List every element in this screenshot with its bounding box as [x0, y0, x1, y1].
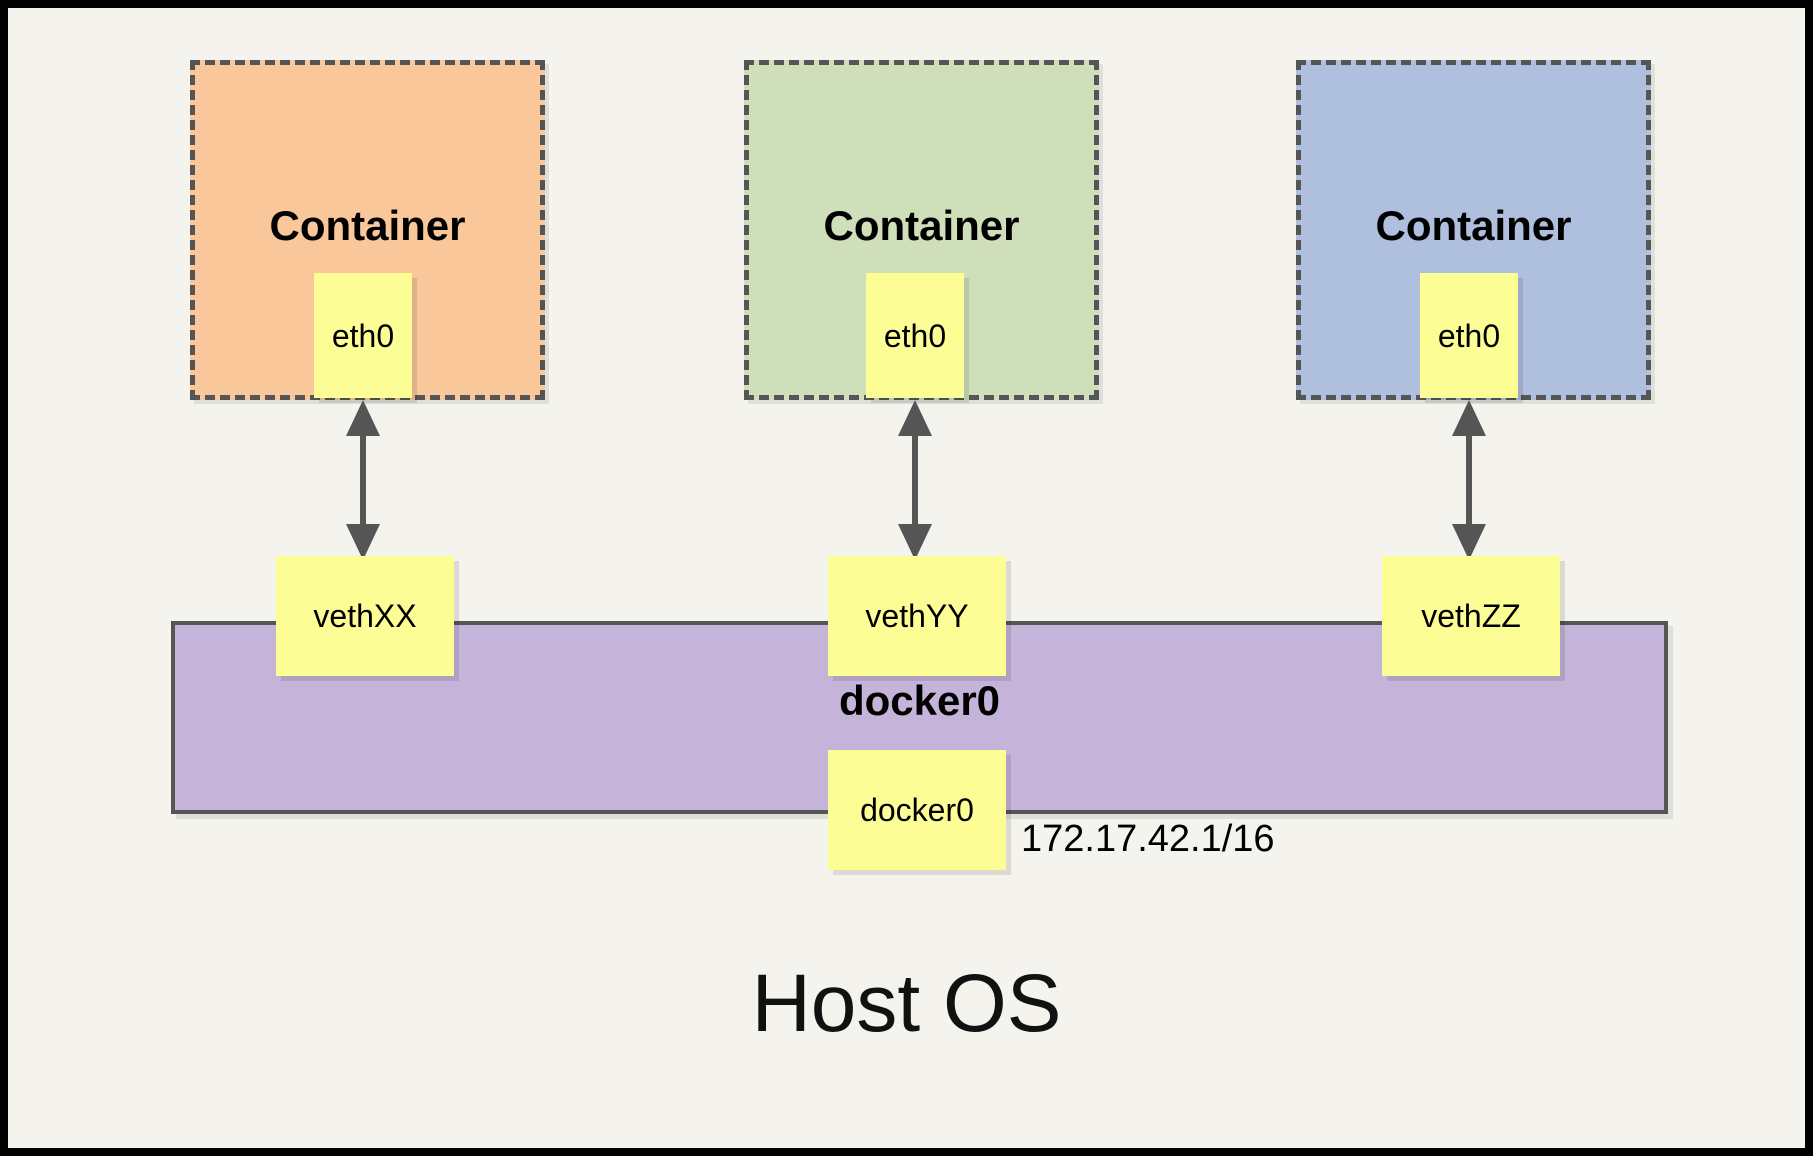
- connector-arrow-1: [346, 400, 380, 560]
- connector-arrow-3: [1452, 400, 1486, 560]
- docker0-bridge-title: docker0: [838, 677, 1001, 724]
- eth0-label-3: eth0: [1437, 317, 1501, 354]
- veth-label-2: vethYY: [865, 598, 969, 634]
- docker0-interface-box: docker0: [828, 750, 1006, 870]
- eth0-label-2: eth0: [883, 317, 947, 354]
- veth-interface-box-2: vethYY: [828, 556, 1006, 676]
- docker0-interface-label: docker0: [860, 792, 974, 828]
- container-title-1: Container: [269, 202, 466, 249]
- container-title-3: Container: [1375, 202, 1572, 249]
- docker0-ip-address: 172.17.42.1/16: [1021, 818, 1275, 860]
- eth0-label-1: eth0: [331, 317, 395, 354]
- veth-interface-box-3: vethZZ: [1382, 556, 1560, 676]
- veth-label-1: vethXX: [313, 598, 417, 634]
- connector-arrow-2: [898, 400, 932, 560]
- diagram-frame: Container Container Container eth0 eth0 …: [8, 8, 1805, 1148]
- eth0-interface-box-1: eth0: [314, 273, 412, 398]
- veth-label-3: vethZZ: [1421, 598, 1521, 634]
- eth0-interface-box-3: eth0: [1420, 273, 1518, 398]
- container-title-2: Container: [823, 202, 1020, 249]
- eth0-interface-box-2: eth0: [866, 273, 964, 398]
- host-os-label: Host OS: [751, 958, 1062, 1049]
- veth-interface-box-1: vethXX: [276, 556, 454, 676]
